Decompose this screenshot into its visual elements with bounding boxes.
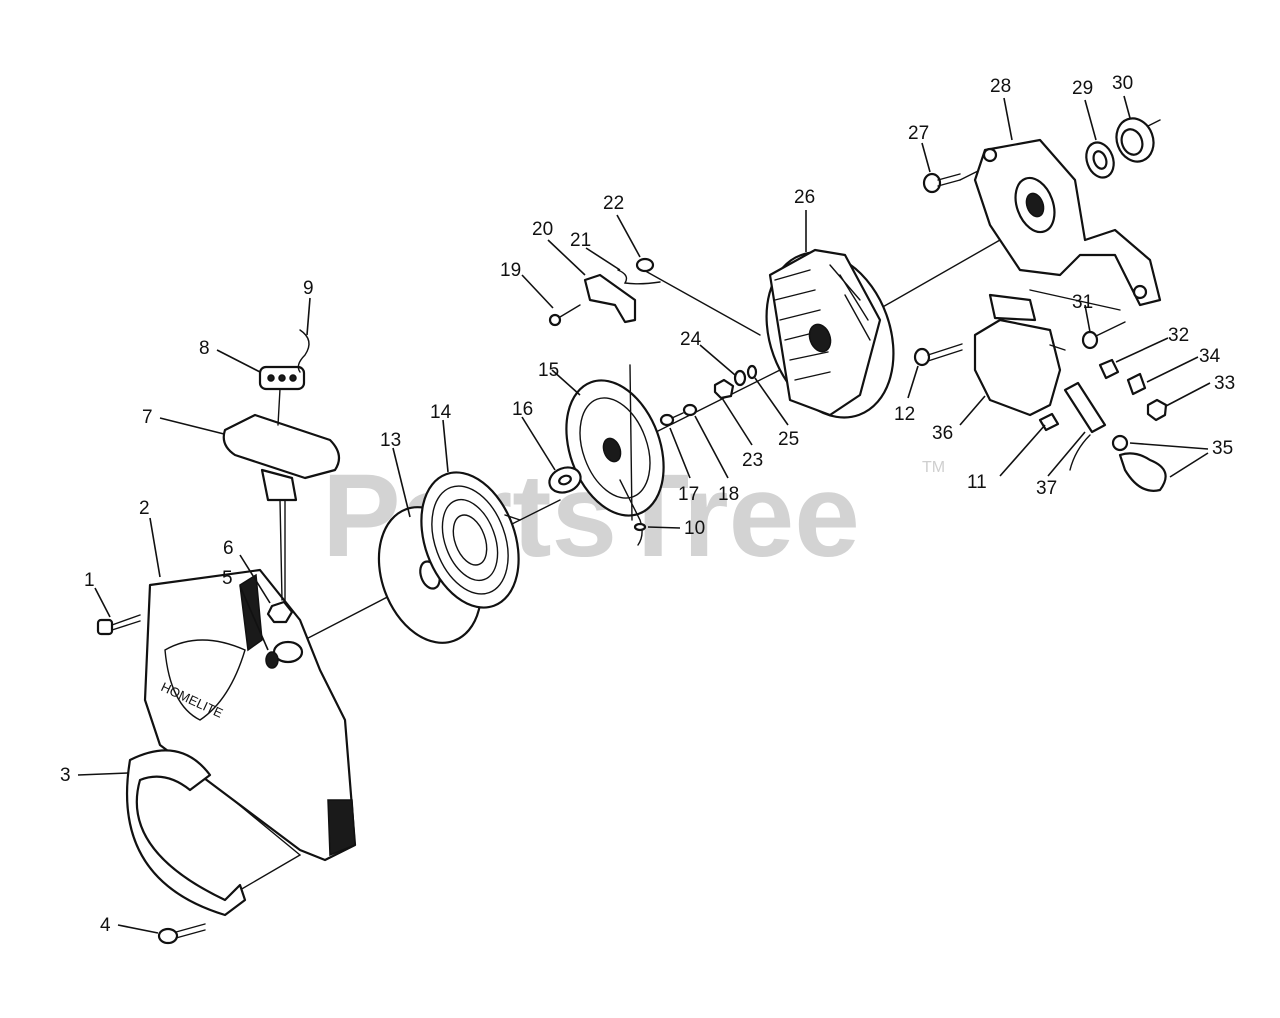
callout-29: 29: [1072, 78, 1093, 99]
callout-34: 34: [1199, 346, 1221, 367]
callout-12: 12: [894, 404, 915, 425]
callout-17: 17: [678, 484, 699, 505]
part-25-washer: [746, 364, 758, 380]
part-22-retainer: [635, 257, 655, 273]
callout-18: 18: [718, 484, 739, 505]
callout-37: 37: [1036, 478, 1057, 499]
part-35-spark-plug-boot: [1111, 434, 1167, 492]
part-7-starter-handle: [222, 413, 341, 601]
callout-32: 32: [1168, 325, 1189, 346]
part-31-screw: [1081, 321, 1126, 350]
callout-3: 3: [60, 765, 71, 786]
callout-13: 13: [380, 430, 401, 451]
callout-26: 26: [794, 187, 815, 208]
callout-28: 28: [990, 76, 1011, 97]
callout-31: 31: [1072, 292, 1093, 313]
callout-numbers: 1 2 3 4 5 6 7 8 9 10 11 12 13 14 15 16 1…: [60, 73, 1235, 936]
callout-16: 16: [512, 399, 533, 420]
part-10-rope: [619, 479, 647, 546]
callout-33: 33: [1214, 373, 1235, 394]
callout-14: 14: [430, 402, 452, 423]
callout-22: 22: [603, 193, 624, 214]
callout-24: 24: [680, 329, 702, 350]
callout-4: 4: [100, 915, 111, 936]
callout-23: 23: [742, 450, 763, 471]
callout-36: 36: [932, 423, 953, 444]
callout-20: 20: [532, 219, 553, 240]
part-9-rope-knot: [297, 329, 310, 373]
part-20-pawl: [583, 273, 637, 324]
callout-11: 11: [967, 472, 987, 493]
part-17-washer: [659, 413, 675, 427]
part-27-screw: [922, 172, 961, 194]
part-32-clip: [1098, 358, 1120, 380]
callout-9: 9: [303, 278, 314, 299]
callout-5: 5: [222, 568, 233, 589]
part-16-washer: [548, 466, 582, 494]
callout-10: 10: [684, 518, 705, 539]
callout-21: 21: [570, 230, 591, 251]
part-4-screw: [157, 923, 206, 945]
part-15-pulley: [565, 364, 665, 521]
part-3-deflector: [125, 749, 247, 917]
callout-6: 6: [223, 538, 234, 559]
callout-30: 30: [1112, 73, 1133, 94]
callout-15: 15: [538, 360, 559, 381]
callout-27: 27: [908, 123, 929, 144]
part-34-clip: [1126, 372, 1147, 396]
callout-leaders: [77, 95, 1211, 934]
callout-19: 19: [500, 260, 521, 281]
part-19-screw: [548, 304, 581, 327]
part-18-screw: [671, 403, 698, 419]
part-23-nut: [713, 378, 735, 400]
watermark-trademark: TM: [922, 459, 945, 476]
callout-25: 25: [778, 429, 799, 450]
part-8-rope-retainer: [258, 365, 306, 426]
part-2-starter-housing: HOMELITE: [143, 568, 357, 862]
part-36-ignition-module: [973, 293, 1066, 417]
part-29-seal: [1085, 141, 1115, 179]
part-37-wire: [1063, 381, 1107, 471]
part-1-screw: [96, 614, 141, 636]
part-24-washer: [733, 369, 747, 387]
callout-2: 2: [139, 498, 150, 519]
callout-7: 7: [142, 407, 153, 428]
part-12-screw: [913, 343, 963, 367]
part-14-rewind-spring: [420, 471, 521, 609]
callout-1: 1: [84, 570, 95, 591]
part-6-nut: [266, 600, 294, 624]
callout-35: 35: [1212, 438, 1233, 459]
part-26-flywheel: [765, 248, 895, 419]
part-5-bushing: [265, 640, 304, 669]
part-33-nut: [1146, 398, 1168, 422]
part-21-pawl-spring: [617, 269, 661, 285]
callout-8: 8: [199, 338, 210, 359]
part-30-bearing: [1115, 117, 1155, 163]
part-28-crankcase: [973, 138, 1162, 307]
